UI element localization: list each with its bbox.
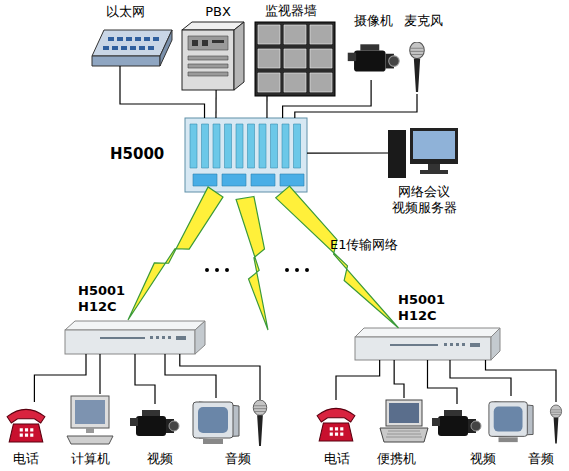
model-label: H5000 (110, 146, 182, 162)
cable-line (394, 360, 404, 398)
cable-line (135, 354, 155, 404)
monitor-wall: 监视器墙 (255, 22, 335, 96)
microphone: 音频 (250, 400, 270, 448)
model-label: H5001 H12C (78, 283, 134, 315)
device-label: 网络会议 视频服务器 (384, 184, 464, 216)
connector-layer (34, 66, 556, 404)
network-label: E1传输网络 (330, 237, 399, 253)
terminal-unit: H5001 H12C (65, 320, 205, 354)
device-label: 音频 (521, 451, 561, 467)
terminal-side (195, 321, 205, 354)
pbx-cabinet: PBX (182, 22, 244, 90)
switch-top (92, 30, 172, 56)
microphone-icon (253, 400, 266, 446)
cable-line (336, 360, 380, 400)
rack-slots (190, 124, 301, 168)
device-label: 计算机 (65, 451, 115, 467)
device-label: 以太网 (95, 4, 155, 20)
pc-tower (388, 130, 406, 178)
device-label: 便携机 (371, 451, 421, 467)
microphone-icon (410, 42, 425, 92)
tv-wire (165, 354, 216, 398)
device-label: 音频 (218, 451, 258, 467)
mcu-rack: H5000 (185, 118, 307, 192)
tv-icon (193, 402, 239, 444)
lightning-link (276, 186, 399, 328)
cable-line (34, 354, 86, 402)
terminal-top (355, 328, 500, 337)
terminal-side (491, 328, 500, 360)
telephone: 电话 (5, 402, 47, 444)
pbx-panels (188, 36, 228, 76)
microphone-icon (550, 405, 561, 443)
ellipsis-dots (205, 268, 309, 272)
camera-icon (348, 44, 399, 71)
device-label: 监视器墙 (256, 3, 326, 19)
cable-line (215, 90, 216, 118)
terminal-front (65, 330, 195, 354)
monitor-screens (258, 25, 332, 92)
computer-icon (67, 396, 113, 444)
pbx-front (182, 30, 234, 90)
device-label: 电话 (6, 451, 46, 467)
telephone-icon (7, 409, 45, 442)
lightning-link (236, 197, 268, 331)
switch-side (160, 30, 172, 66)
telephone-icon (317, 408, 355, 441)
device-label: 麦克风 (398, 13, 448, 29)
microphone: 音频 (548, 402, 564, 448)
camera-icon (130, 410, 179, 436)
lightning-link (128, 187, 223, 320)
pbx-side (234, 22, 244, 90)
terminal-unit: H5001 H12C (355, 328, 500, 360)
tv-icon (489, 402, 533, 442)
laptop-icon (380, 400, 428, 442)
cable-line (266, 96, 267, 118)
cable-line (486, 360, 557, 402)
computer: 计算机 (65, 394, 115, 446)
ethernet-switch: 以太网 (92, 28, 172, 66)
terminal-panel (100, 336, 186, 340)
tv-wire (450, 360, 511, 396)
monitor-wall-frame (255, 22, 335, 96)
microphone: 麦克风 (402, 42, 432, 94)
terminal-top (65, 321, 205, 330)
laptop: 便携机 (378, 398, 430, 444)
device-label: 视频 (463, 451, 503, 467)
cable-line (120, 66, 205, 118)
device-label: 摄像机 (348, 13, 398, 29)
switch-front (92, 56, 160, 66)
device-label: PBX (193, 4, 243, 20)
server-pc: 网络会议 视频服务器 (388, 128, 460, 178)
switch-ports (103, 37, 159, 50)
rack-frame (185, 118, 307, 192)
telephone: 电话 (315, 400, 357, 444)
pbx-controls (192, 40, 224, 46)
camera: 摄像机 (345, 38, 403, 80)
terminal-front (355, 337, 491, 360)
device-label: 电话 (317, 451, 357, 467)
model-label: H5001 H12C (398, 292, 454, 324)
terminal-panel (390, 343, 480, 347)
device-label: 视频 (140, 451, 180, 467)
video-camera: 视频 (130, 404, 180, 444)
video-camera: 视频 (432, 404, 482, 444)
pc-screen (413, 131, 455, 159)
cable-line (99, 354, 100, 394)
pc-stand (420, 164, 448, 174)
cable-line (307, 152, 388, 153)
rack-modules (193, 174, 304, 186)
camera-icon (432, 410, 481, 436)
pc-monitor (410, 128, 458, 164)
cable-line (180, 354, 260, 400)
cable-line (295, 94, 417, 118)
cable-line (428, 360, 458, 404)
